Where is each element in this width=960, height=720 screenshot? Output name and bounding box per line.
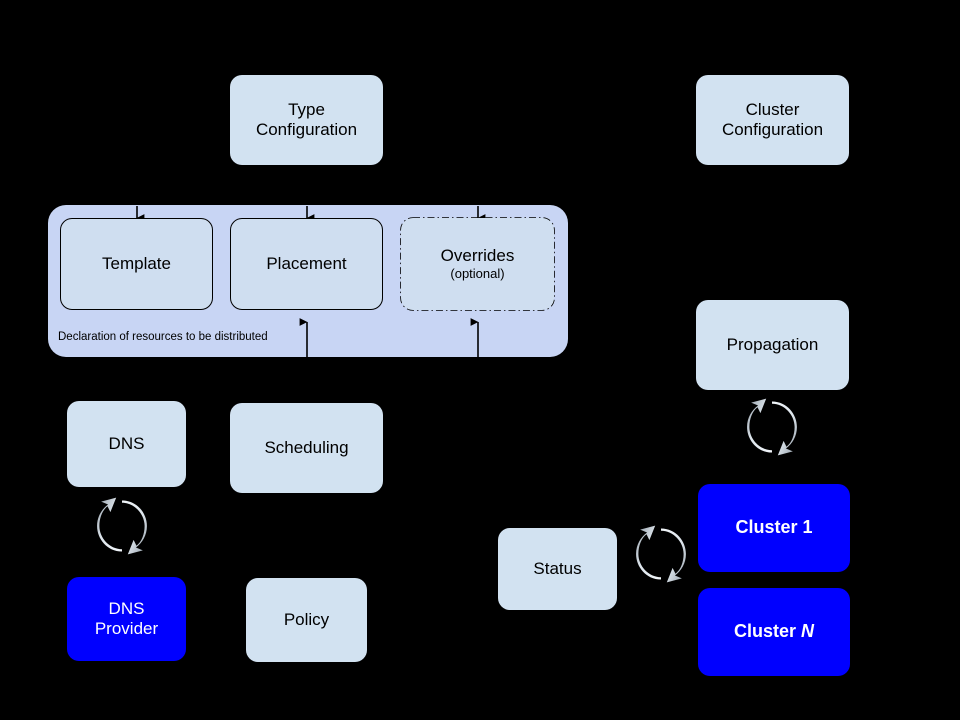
node-cluster-n-label: Cluster N bbox=[734, 621, 814, 642]
node-cluster-n[interactable]: Cluster N bbox=[698, 588, 850, 676]
sync-arrows-icon-dns bbox=[97, 497, 147, 555]
node-cluster-1-label: Cluster 1 bbox=[735, 517, 813, 538]
node-overrides-sublabel: (optional) bbox=[450, 266, 505, 282]
node-dns-label: DNS bbox=[108, 433, 145, 453]
sync-arrows-icon-status bbox=[636, 525, 686, 583]
node-scheduling-label: Scheduling bbox=[264, 437, 349, 457]
node-type-configuration-text: Type Configuration bbox=[255, 99, 358, 139]
node-dns[interactable]: DNS bbox=[67, 401, 186, 487]
group-caption: Declaration of resources to be distribut… bbox=[58, 331, 268, 343]
node-template[interactable]: Template bbox=[60, 218, 213, 310]
node-placement[interactable]: Placement bbox=[230, 218, 383, 310]
node-dns-provider-text: DNS Provider bbox=[94, 598, 159, 638]
node-status-label: Status bbox=[533, 558, 582, 578]
node-status[interactable]: Status bbox=[498, 528, 617, 610]
node-cluster-n-suffix: N bbox=[801, 621, 815, 642]
node-cluster-configuration[interactable]: Cluster Configuration bbox=[696, 75, 849, 165]
node-scheduling[interactable]: Scheduling bbox=[230, 403, 383, 493]
sync-arrows-icon-propagation bbox=[747, 398, 797, 456]
node-cluster-configuration-text: Cluster Configuration bbox=[721, 99, 824, 139]
node-policy[interactable]: Policy bbox=[246, 578, 367, 662]
node-overrides[interactable]: Overrides (optional) bbox=[401, 218, 554, 310]
node-overrides-label: Overrides bbox=[440, 246, 515, 266]
node-cluster-1[interactable]: Cluster 1 bbox=[698, 484, 850, 572]
node-propagation-label: Propagation bbox=[726, 334, 819, 354]
node-type-configuration[interactable]: Type Configuration bbox=[230, 75, 383, 165]
node-propagation[interactable]: Propagation bbox=[696, 300, 849, 390]
node-dns-provider[interactable]: DNS Provider bbox=[67, 577, 186, 661]
node-template-label: Template bbox=[102, 253, 171, 273]
node-cluster-n-prefix: Cluster bbox=[733, 621, 802, 642]
node-policy-label: Policy bbox=[283, 609, 330, 629]
node-placement-label: Placement bbox=[266, 253, 347, 273]
